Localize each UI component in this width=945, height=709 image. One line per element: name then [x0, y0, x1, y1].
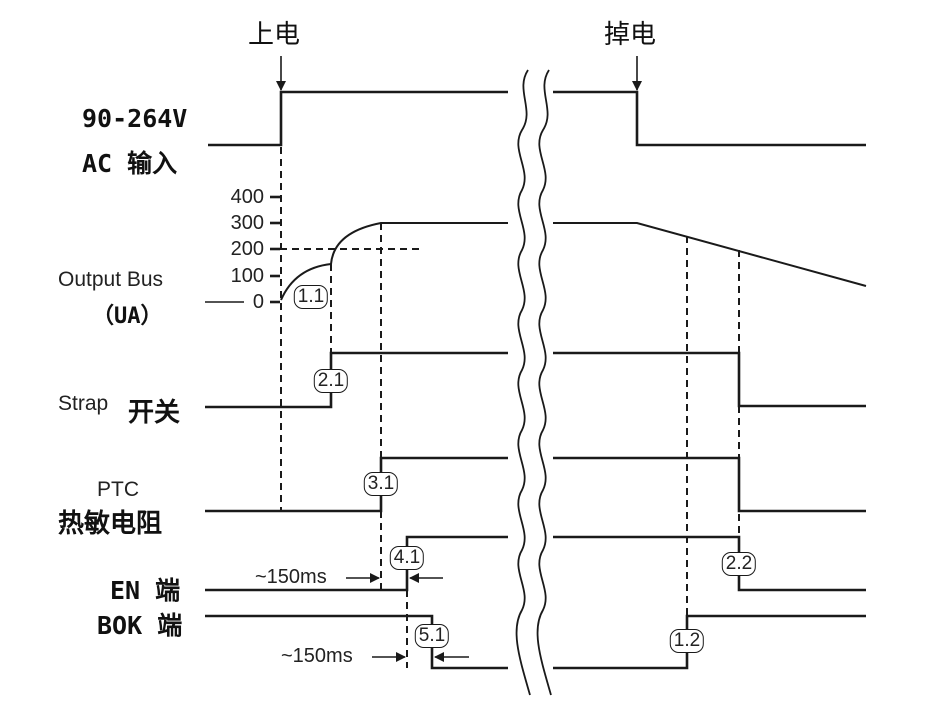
- ptc-waveform-left: [205, 456, 508, 513]
- ptc-label: PTC: [97, 478, 139, 501]
- ac-input-waveform-right: [553, 90, 866, 147]
- axis-tick-label: 400: [230, 186, 264, 208]
- en-waveform-left: [205, 535, 508, 592]
- output-bus-unit-label: （UA）: [92, 304, 163, 329]
- axis-tick-label: 200: [230, 238, 264, 260]
- bok-waveform-left: [205, 614, 508, 670]
- bok-waveform-right: [553, 614, 866, 670]
- bok-label: BOK 端: [97, 611, 183, 640]
- marker-badge: 2.1: [313, 369, 349, 393]
- power-on-label: 上电: [248, 20, 301, 50]
- ac-input-label: AC 输入: [82, 149, 178, 178]
- marker-badge: 3.1: [363, 472, 399, 496]
- marker-badge: 1.1: [293, 285, 329, 309]
- output-bus-waveform-left: [280, 222, 508, 301]
- en-waveform-right: [553, 535, 866, 592]
- output-bus-axis: [205, 195, 280, 304]
- axis-tick-label: 100: [230, 265, 264, 287]
- ptc-waveform-right: [553, 456, 866, 513]
- en-label: EN 端: [110, 576, 181, 605]
- marker-badge: 1.2: [669, 629, 705, 653]
- axis-tick-label: 300: [230, 212, 264, 234]
- ac-input-waveform-left: [208, 90, 508, 147]
- marker-badge: 5.1: [414, 624, 450, 648]
- strap-label: Strap: [58, 392, 109, 415]
- ac-voltage-label: 90-264V: [82, 104, 188, 133]
- bok-delay-label: ~150ms: [281, 645, 353, 667]
- power-off-label: 掉电: [604, 20, 657, 50]
- output-bus-waveform-right: [553, 222, 867, 287]
- strap-switch-waveform-right: [553, 351, 866, 408]
- time-break-icon: [515, 69, 552, 696]
- axis-tick-label: 0: [252, 291, 264, 313]
- marker-badge: 4.1: [389, 546, 425, 570]
- ptc-thermistor-label: 热敏电阻: [58, 509, 163, 539]
- marker-badge: 2.2: [721, 552, 757, 576]
- en-delay-label: ~150ms: [255, 566, 327, 588]
- output-bus-label: Output Bus: [58, 268, 164, 291]
- strap-switch-label: 开关: [128, 398, 181, 428]
- strap-switch-waveform-left: [205, 351, 508, 409]
